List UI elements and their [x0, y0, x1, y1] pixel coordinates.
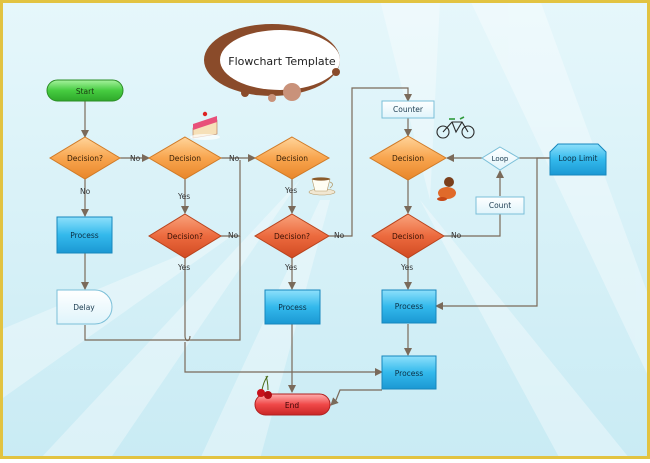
decision-5-label: Decision? — [274, 232, 310, 241]
decision-4-label: Decision — [276, 154, 308, 163]
edge-label-no: No — [228, 231, 239, 240]
title-bubble: Flowchart Template — [204, 24, 340, 102]
start-terminator[interactable]: Start — [46, 79, 124, 102]
edge-label-no: No — [80, 187, 91, 196]
process-1-label: Process — [70, 231, 99, 240]
connectors — [81, 87, 550, 406]
end-label: End — [285, 401, 299, 410]
process-3-label: Process — [395, 302, 424, 311]
process-2-label: Process — [278, 303, 307, 312]
bicycle-icon — [436, 116, 475, 139]
edge-label-no: No — [451, 231, 462, 240]
edge-label-yes: Yes — [177, 263, 190, 272]
loop-limit-label: Loop Limit — [559, 154, 598, 163]
cake-icon — [190, 111, 220, 140]
edge-label-yes: Yes — [284, 263, 297, 272]
start-label: Start — [76, 87, 94, 96]
loop-node[interactable]: Loop — [481, 146, 520, 171]
decision-7-label: Decision — [392, 232, 424, 241]
decision-3-label: Decision? — [167, 232, 203, 241]
decision-2-label: Decision — [169, 154, 201, 163]
counter-label: Counter — [393, 105, 424, 114]
cherries-icon — [257, 375, 272, 399]
count-label: Count — [489, 201, 511, 210]
decision-node-1[interactable]: Decision? — [49, 136, 121, 180]
loop-limit-node[interactable]: Loop Limit — [549, 143, 607, 176]
process-4-label: Process — [395, 369, 424, 378]
edge-label-yes: Yes — [284, 186, 297, 195]
delay-node[interactable]: Delay — [56, 289, 113, 325]
edge-label-no: No — [229, 154, 240, 163]
decision-node-6[interactable]: Decision — [369, 135, 447, 181]
counter-node[interactable]: Counter — [381, 100, 435, 119]
decision-1-label: Decision? — [67, 154, 103, 163]
delay-label: Delay — [73, 303, 95, 312]
process-node-4[interactable]: Process — [381, 355, 437, 390]
edge-label-no: No — [130, 154, 141, 163]
edge-label-no: No — [334, 231, 345, 240]
process-node-2[interactable]: Process — [264, 289, 321, 325]
decision-node-3[interactable]: Decision? — [148, 213, 222, 259]
coffee-cup-icon — [308, 177, 336, 196]
decision-node-2[interactable]: Decision — [148, 136, 222, 180]
decision-node-4[interactable]: Decision — [253, 136, 331, 180]
loop-label: Loop — [492, 155, 509, 163]
count-node[interactable]: Count — [475, 196, 525, 215]
page-title: Flowchart Template — [228, 55, 336, 68]
decision-node-5[interactable]: Decision? — [254, 213, 330, 259]
edge-label-yes: Yes — [400, 263, 413, 272]
process-node-3[interactable]: Process — [381, 289, 437, 324]
process-node-1[interactable]: Process — [56, 216, 113, 254]
end-terminator[interactable]: End — [254, 393, 331, 416]
decision-node-7[interactable]: Decision — [371, 213, 445, 259]
person-icon — [437, 177, 456, 201]
edge-labels: No No No No No No Yes Yes Yes Yes Yes — [80, 154, 462, 272]
edge-label-yes: Yes — [177, 192, 190, 201]
decision-6-label: Decision — [392, 154, 424, 163]
